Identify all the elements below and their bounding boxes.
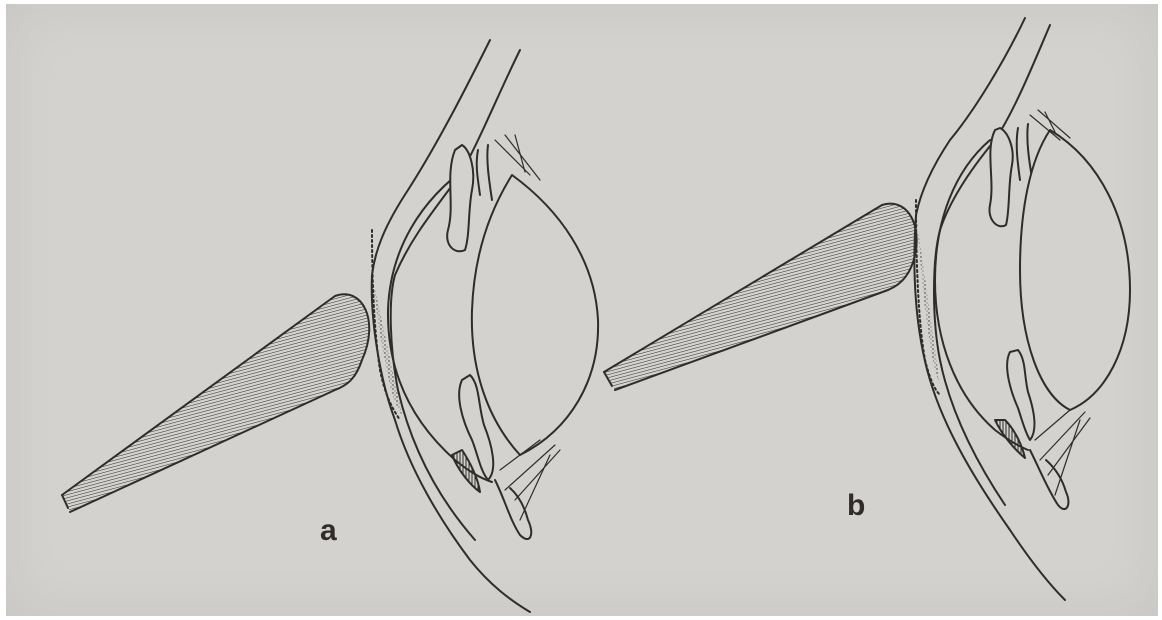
lens-a [472, 175, 598, 455]
probe-tip-a [62, 294, 369, 512]
ciliary-body-b [1030, 450, 1068, 509]
globe-b [935, 140, 1028, 450]
panel-b [604, 18, 1130, 600]
panel-label-b: b [847, 491, 865, 521]
lens-b [1020, 130, 1130, 410]
probe-tip-b [604, 204, 917, 390]
panel-label-a: a [320, 516, 337, 546]
iris-lower-b [995, 350, 1034, 458]
